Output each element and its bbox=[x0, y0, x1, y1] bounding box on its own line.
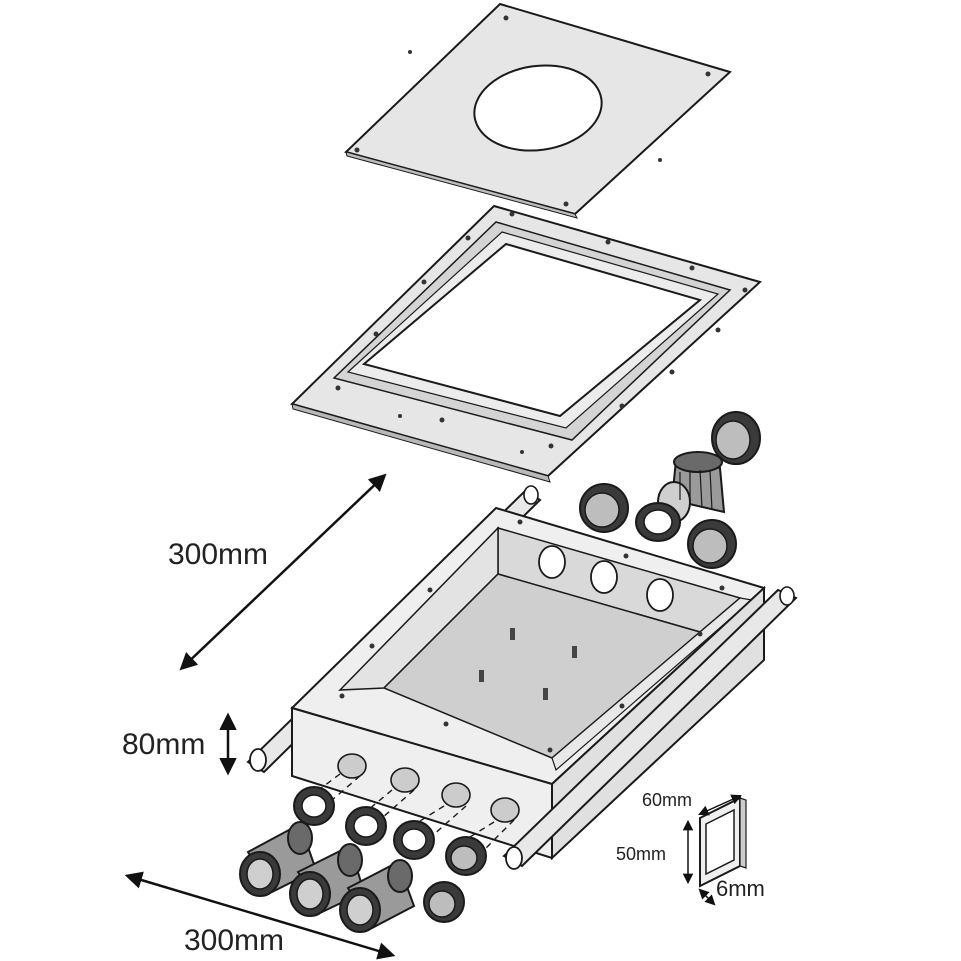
lower-fittings bbox=[239, 786, 487, 933]
small-accessory bbox=[699, 796, 747, 888]
cover-hole bbox=[473, 64, 603, 152]
lock-nut bbox=[345, 806, 387, 846]
blanking-plug bbox=[579, 483, 629, 533]
small-width-label: 60mm bbox=[642, 790, 692, 810]
upper-fittings bbox=[579, 411, 761, 569]
lock-nut bbox=[393, 820, 435, 860]
blanking-plug bbox=[687, 519, 737, 569]
width-label: 300mm bbox=[184, 924, 284, 957]
blanking-plug bbox=[711, 411, 761, 465]
depth-label: 300mm bbox=[168, 538, 268, 571]
small-height-label: 50mm bbox=[616, 844, 666, 864]
lock-nut bbox=[293, 786, 335, 826]
small-width-arrow bbox=[698, 794, 742, 816]
conduit-connector bbox=[657, 451, 726, 523]
conduit-connector bbox=[239, 821, 318, 897]
front-mounting-rail bbox=[502, 586, 798, 870]
frame-flange bbox=[290, 204, 762, 483]
blanking-plug bbox=[445, 836, 487, 876]
frame-opening bbox=[361, 242, 703, 418]
small-depth-arrow bbox=[698, 888, 716, 906]
height-label: 80mm bbox=[122, 728, 205, 761]
depth-dimension-arrow bbox=[179, 473, 387, 671]
lock-nut bbox=[635, 502, 681, 542]
top-cover-plate bbox=[344, 2, 732, 219]
width-dimension-arrow bbox=[124, 871, 396, 960]
blanking-plug bbox=[423, 881, 465, 923]
conduit-connector bbox=[339, 859, 416, 933]
small-depth-label: 6mm bbox=[716, 876, 765, 901]
